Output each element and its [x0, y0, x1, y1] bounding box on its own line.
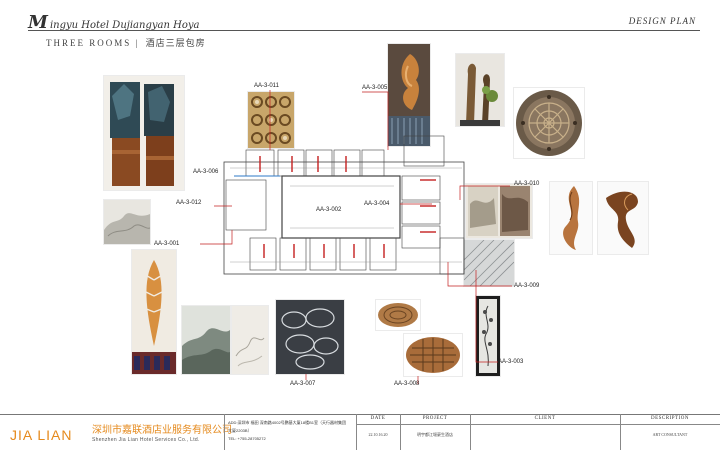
column-project-header: PROJECT [422, 416, 448, 421]
artwork-flowing-sculpture-right [598, 182, 648, 254]
callout-aa-3-003: AA-3-003 [498, 359, 524, 365]
artwork-bronze-sculptures [456, 54, 504, 126]
address-line-1: ADD:深圳市 福田 深南路4002号鹏基大厦18楼B1室（天行器材集团 [228, 420, 347, 425]
floor-plan-red-markers [259, 156, 436, 258]
artwork-bronze-phoenix [388, 44, 430, 146]
title-block-divider [224, 414, 225, 450]
company-logo: JIA LIAN [10, 427, 73, 443]
project-value: 明宇都江堰豪生酒店 [417, 432, 453, 437]
description-value: ART CONSULTANT [652, 432, 688, 437]
artwork-leaf-circles [276, 300, 344, 374]
callout-aa-3-002: AA-3-002 [316, 207, 342, 213]
company-name-en: Shenzhen Jia Lian Hotel Services Co., Lt… [92, 437, 200, 443]
artwork-rings-panel [248, 92, 294, 148]
artwork-sculpture-pillars [104, 76, 184, 190]
column-client-header: CLIENT [534, 416, 556, 421]
column-description-header: DESCRIPTION [650, 416, 689, 421]
title-block-header-rule [356, 424, 720, 425]
artwork-flowing-sculpture-left [550, 182, 592, 254]
artwork-misty-painting [182, 306, 230, 374]
artwork-silver-texture [464, 240, 514, 286]
artwork-white-relief [232, 306, 268, 374]
floor-plan-walls [223, 135, 465, 275]
column-date-header: DATE [370, 416, 386, 421]
address-line-3: TEL: +755-28705272 [228, 436, 266, 441]
title-block: JIA LIAN 深圳市嘉联酒店业服务有限公司 Shenzhen Jia Lia… [0, 414, 720, 451]
artwork-feather-motif [132, 250, 176, 374]
artwork-wood-sphere-small [376, 300, 420, 330]
hotel-title-rest: ingyu Hotel Dujiangyan Hoya [49, 20, 200, 31]
page-subtitle: THREE ROOMS | 酒店三层包房 [46, 38, 206, 48]
callout-aa-3-009: AA-3-009 [514, 283, 540, 289]
hotel-title-initial: M [28, 12, 48, 33]
title-block-divider [400, 414, 401, 450]
callout-aa-3-008: AA-3-008 [394, 381, 420, 387]
header-divider [28, 30, 700, 31]
company-address: ADD:深圳市 福田 深南路4002号鹏基大厦18楼B1室（天行器材集团 大厦2… [228, 419, 356, 443]
title-block-divider [356, 414, 357, 450]
callout-aa-3-004: AA-3-004 [364, 201, 390, 207]
artwork-tall-botanical [476, 296, 500, 376]
title-block-divider [470, 414, 471, 450]
callout-leader-lines [200, 90, 512, 384]
artwork-carved-medallion [514, 88, 584, 158]
title-block-divider [620, 414, 621, 450]
callout-aa-3-001: AA-3-001 [154, 241, 180, 247]
callout-aa-3-011: AA-3-011 [254, 83, 279, 89]
callout-aa-3-007: AA-3-007 [290, 381, 316, 387]
artwork-abstract-ink-pair [466, 184, 532, 238]
callout-aa-3-010: AA-3-010 [514, 181, 540, 187]
design-plan-label: DESIGN PLAN [628, 16, 696, 26]
callout-aa-3-012: AA-3-012 [176, 200, 202, 206]
artwork-wood-sphere-large [404, 334, 462, 376]
artwork-ink-landscape-small [104, 200, 150, 244]
subtitle-en: THREE ROOMS [46, 38, 132, 48]
company-name-cn: 深圳市嘉联酒店业服务有限公司 [92, 425, 232, 436]
address-line-2: 大厦2203B） [228, 428, 252, 433]
date-value: 22.10.16.20 [368, 432, 388, 437]
callout-aa-3-006: AA-3-006 [193, 169, 219, 175]
subtitle-cn: 酒店三层包房 [145, 38, 206, 48]
callout-aa-3-005: AA-3-005 [362, 85, 388, 91]
